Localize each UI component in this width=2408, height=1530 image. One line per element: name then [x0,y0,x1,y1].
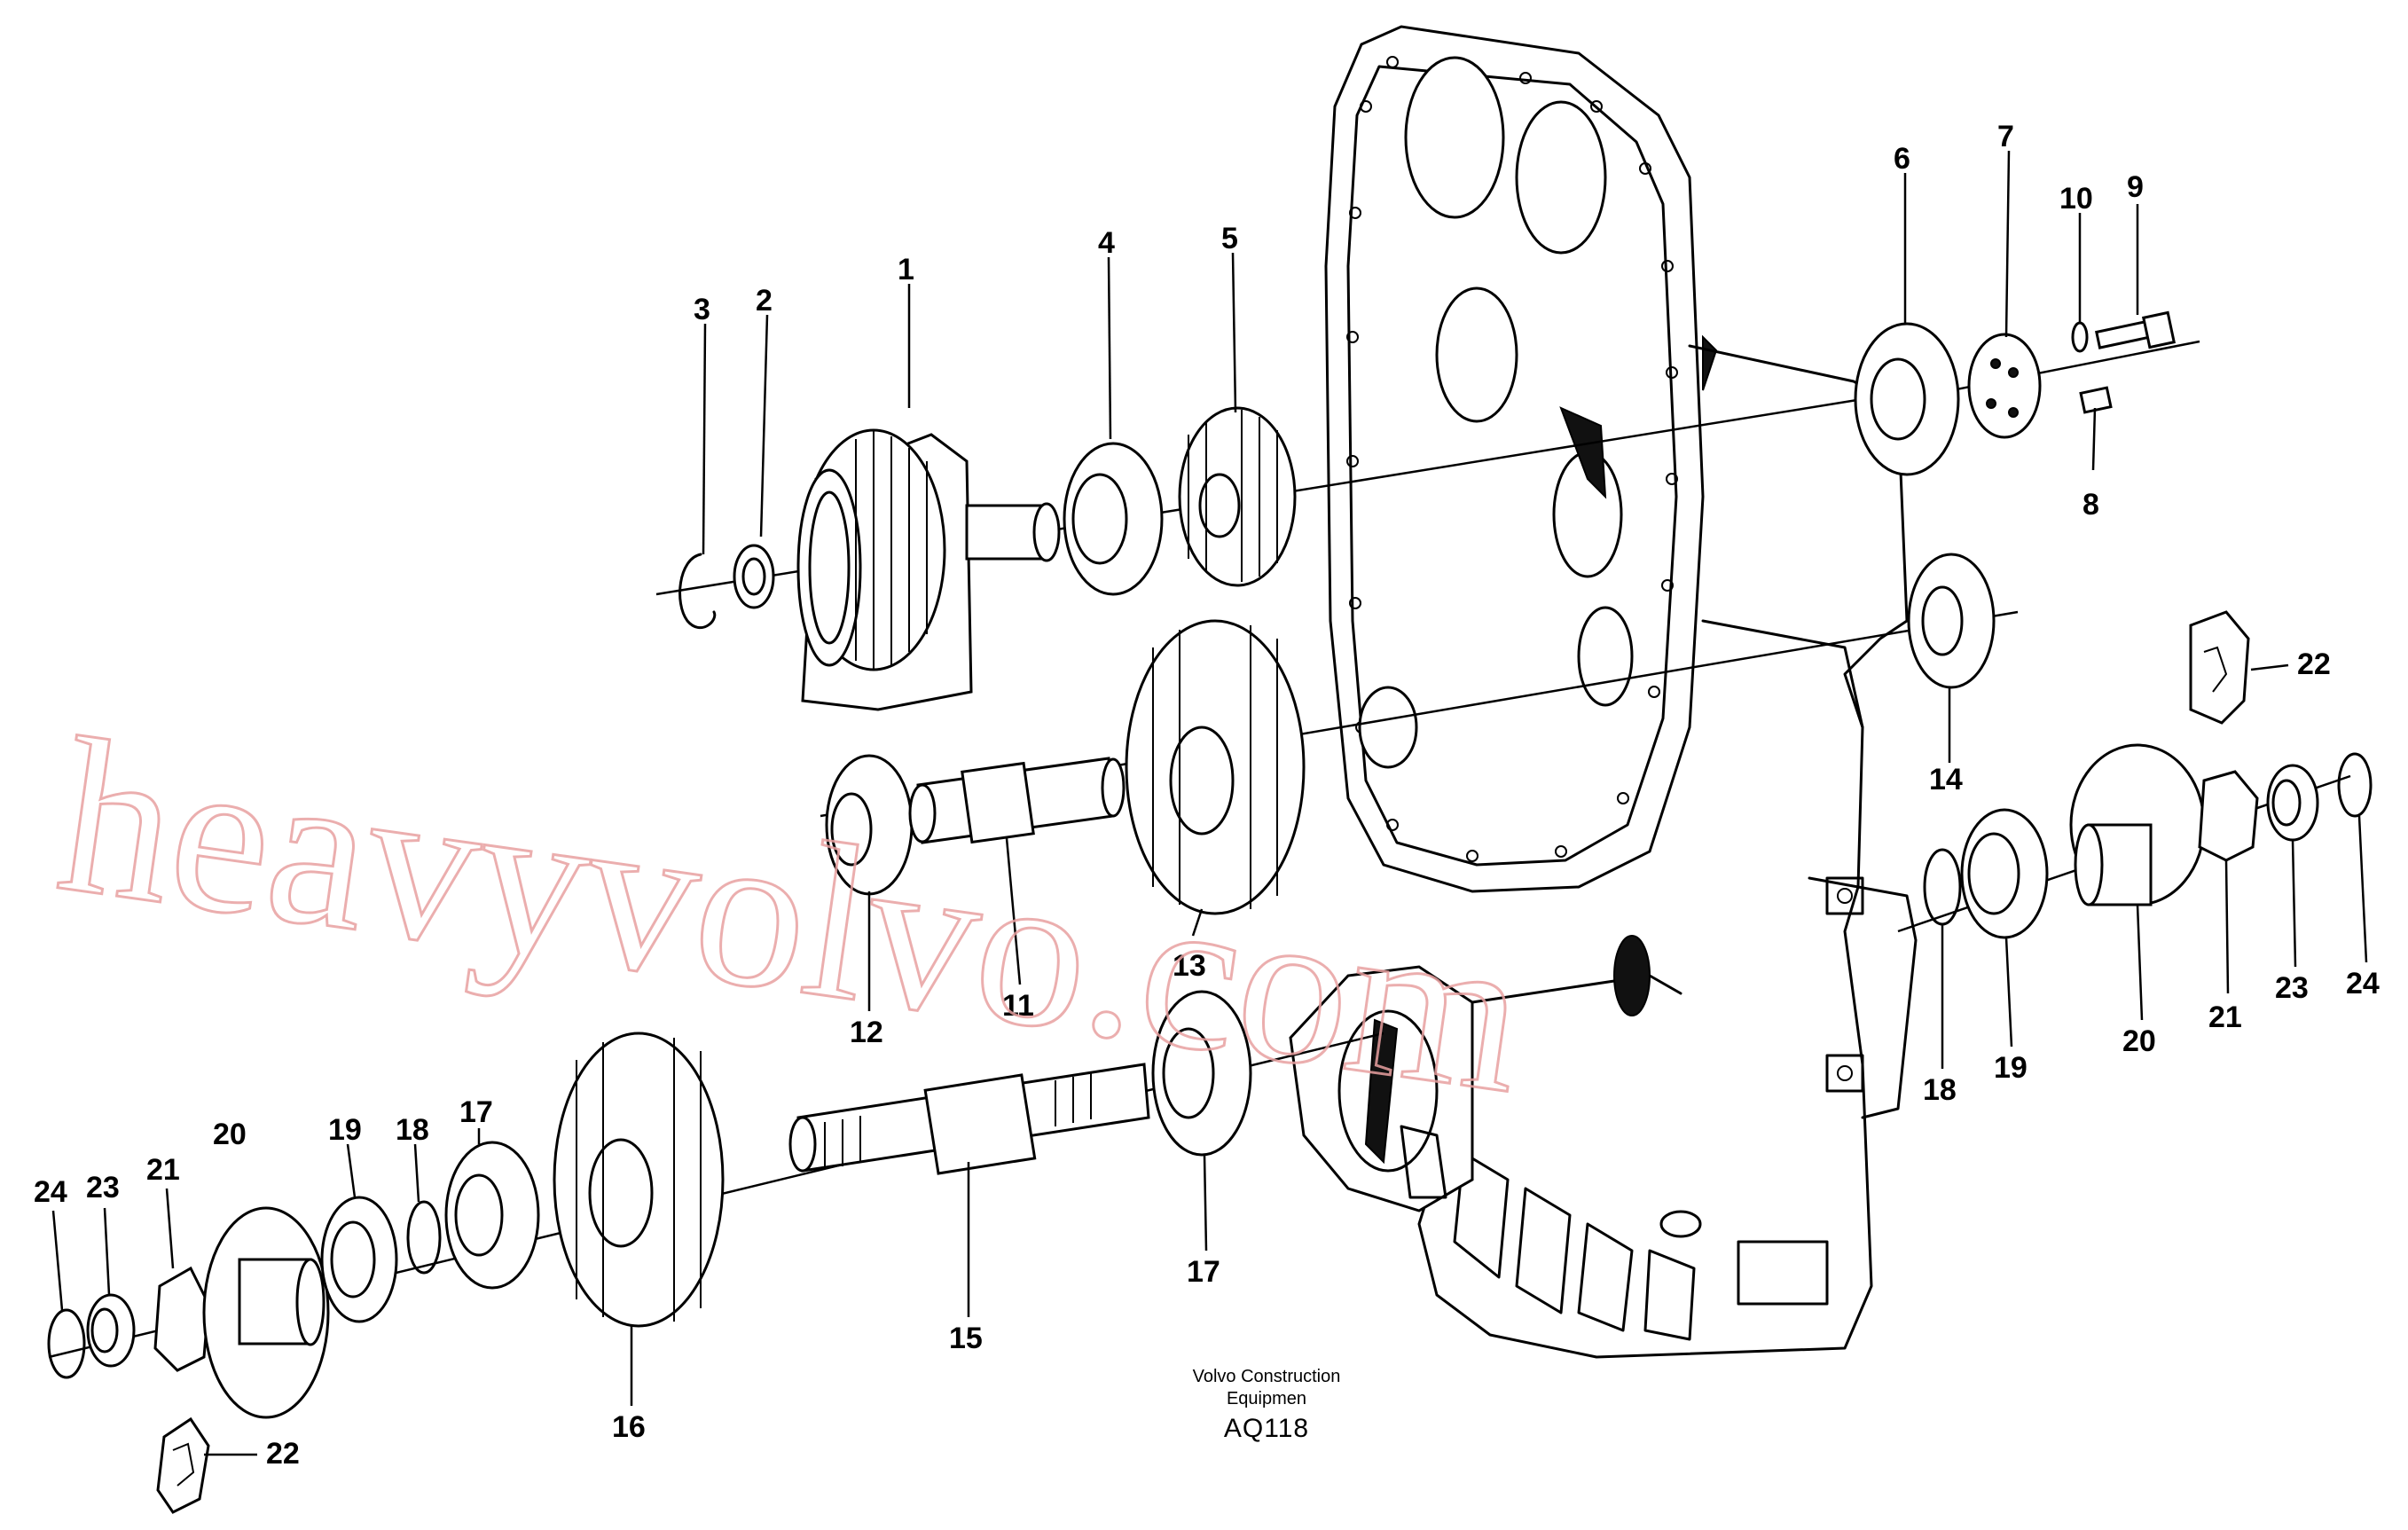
callout-12: 12 [850,1016,883,1049]
part-23-nut-left [86,1293,136,1368]
callout-18-left: 18 [396,1113,429,1147]
part-5-gear [1178,406,1297,587]
figure-caption: Volvo Construction Equipmen AQ118 [1193,1367,1341,1443]
callout-24-right: 24 [2346,967,2380,1000]
callout-14: 14 [1929,763,1963,796]
part-19-seal-left [320,1196,398,1323]
callout-22-right: 22 [2297,647,2331,681]
callout-16: 16 [612,1410,646,1444]
callout-9: 9 [2127,170,2144,204]
part-18-oring-left [406,1200,442,1275]
part-3-circlip [678,553,717,629]
part-23-nut-right [2266,764,2319,842]
part-15-output-shaft [788,1063,1150,1175]
part-4-bearing [1063,442,1164,596]
part-14-bearing [1907,553,1996,689]
figure-code: AQ118 [1224,1414,1309,1443]
part-20-flange-left [202,1206,330,1419]
caption-line-2: Equipmen [1227,1389,1306,1408]
part-22-lockplate-right [2189,610,2250,725]
part-20-flange-right [2069,743,2206,906]
part-19-seal-right [1960,808,2049,939]
callout-15: 15 [949,1322,983,1355]
callout-7: 7 [1997,120,2014,153]
part-9-bolt [2095,310,2177,349]
part-1-gear [796,428,1061,711]
callout-leader-lines [51,150,2368,1456]
callout-1: 1 [898,253,914,286]
callout-13: 13 [1173,949,1206,983]
callout-23-left: 23 [86,1171,120,1204]
part-2-needle-bearing [733,544,775,609]
callout-6: 6 [1894,142,1910,176]
transmission-housing [1289,25,1918,1359]
callout-17-left: 17 [459,1095,493,1129]
part-8-screw [2079,386,2113,414]
callout-24-left: 24 [34,1175,67,1209]
part-18-oring-right [1923,848,1962,926]
callout-8: 8 [2082,488,2099,522]
part-24-circlip-right [2337,752,2373,818]
part-6-bearing [1854,322,1960,476]
part-16-gear [553,1032,725,1328]
part-13-gear [1125,619,1306,915]
callout-23-right: 23 [2275,971,2309,1005]
callout-22-left: 22 [266,1437,300,1471]
callout-20-left: 20 [213,1118,247,1151]
callout-19-left: 19 [328,1113,362,1147]
callout-21-right: 21 [2208,1000,2242,1034]
callout-2: 2 [756,284,773,318]
part-22-lockplate-left [156,1416,210,1514]
callout-5: 5 [1221,222,1238,255]
callout-20-right: 20 [2122,1024,2156,1058]
callout-21-left: 21 [146,1153,180,1187]
callout-17-right: 17 [1187,1255,1220,1289]
part-21-lockplate-right [2198,770,2259,862]
part-21-lockplate-left [153,1266,210,1372]
callout-19-right: 19 [1994,1051,2028,1085]
callout-3: 3 [694,293,710,326]
part-24-circlip-left [47,1308,86,1379]
part-11-shaft [908,757,1126,844]
part-10-washer [2071,321,2089,353]
part-7-retainer [1967,333,2042,439]
callout-labels: 1 2 3 4 5 6 7 8 9 10 11 12 13 14 15 16 1… [34,120,2380,1471]
part-17-bearing-right [1151,990,1252,1157]
flange-bolt-holes [1346,56,1678,862]
callout-4: 4 [1098,226,1115,260]
callout-11: 11 [1002,989,1034,1023]
callout-18-right: 18 [1923,1073,1957,1107]
caption-line-1: Volvo Construction [1193,1367,1341,1386]
watermark: heavyvolvo.com [46,692,1538,1140]
callout-10: 10 [2059,182,2093,216]
part-17-bearing-left [444,1141,540,1290]
